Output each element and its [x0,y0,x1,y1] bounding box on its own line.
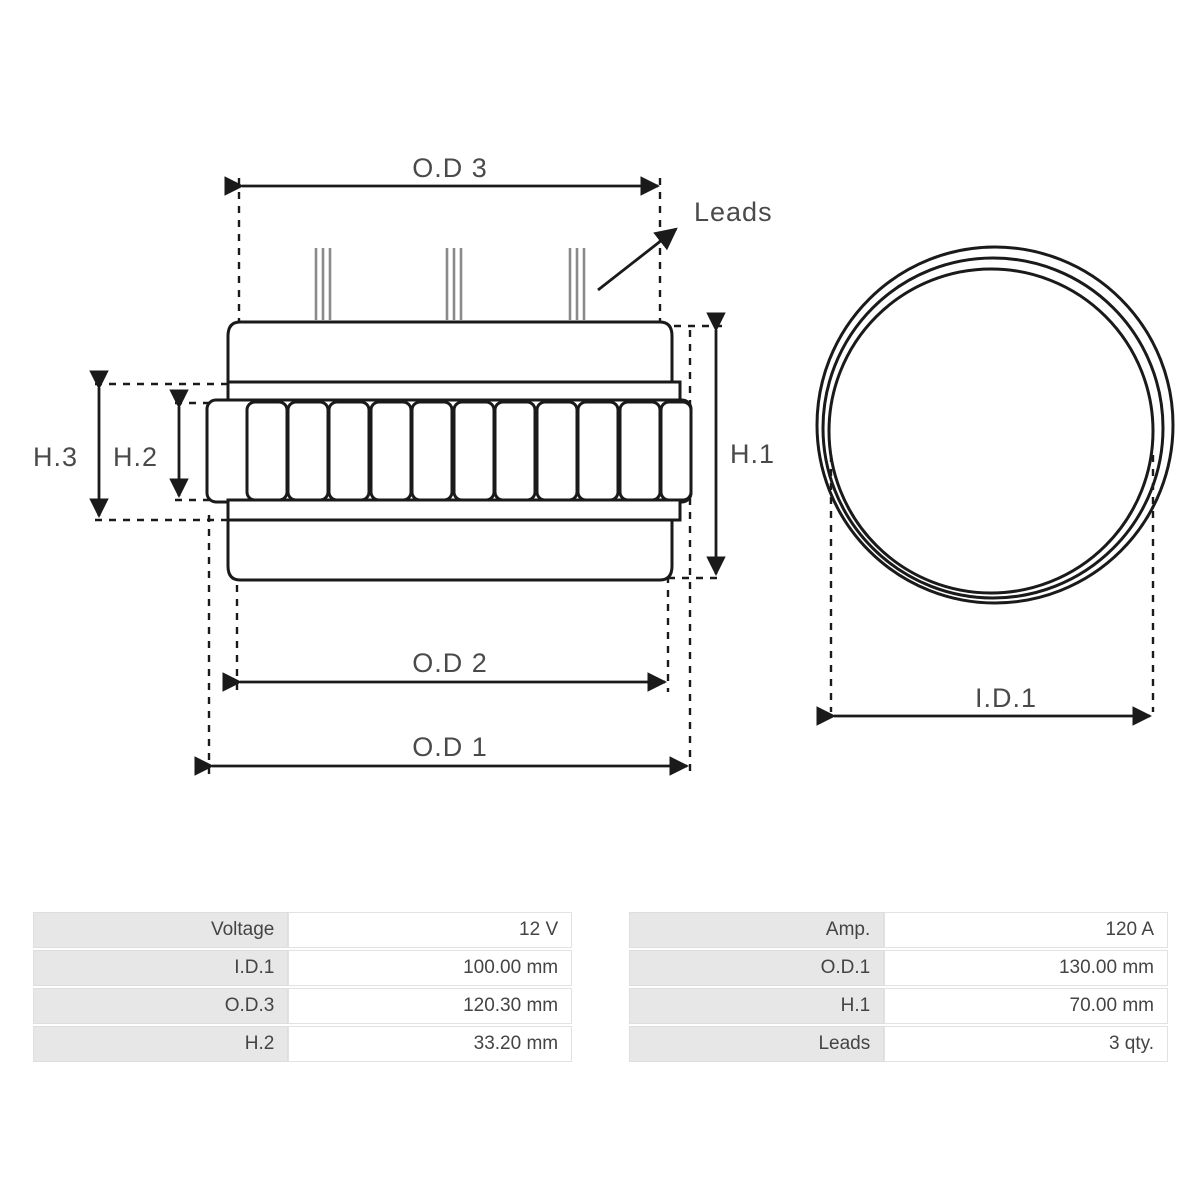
spec-label-h1: H.1 [628,988,885,1024]
leads-group [314,248,586,320]
lower-flange [226,498,682,522]
h1-label: H.1 [730,439,775,469]
stator-drawing: O.D 3 Leads H.1 H.3 H.2 O.D 2 O.D 1 [33,153,1175,776]
leads-callout-arrow [597,227,678,292]
spec-label-leads: Leads [628,1026,885,1062]
spec-label-od3: O.D.3 [33,988,289,1024]
upper-winding-body [226,320,674,384]
spec-table-body: Voltage 12 V Amp. 120 A I.D.1 100.00 mm … [33,912,1168,1062]
spec-value-voltage: 12 V [288,912,573,948]
front-view-group: I.D.1 [815,245,1175,726]
spec-label-voltage: Voltage [33,912,289,948]
column-gap [572,912,629,948]
table-row: I.D.1 100.00 mm O.D.1 130.00 mm [33,950,1168,986]
od1-label: O.D 1 [412,732,488,762]
column-gap [572,988,629,1024]
ring-middle-circle [821,256,1165,600]
lamination-slots [245,400,693,502]
od3-label: O.D 3 [412,153,488,183]
spec-value-id1: 100.00 mm [288,950,573,986]
id1-extension-lines [829,455,1155,712]
leads-label: Leads [694,197,773,227]
h3-label: H.3 [33,442,78,472]
ring-outer-circle [815,245,1175,605]
table-row: H.2 33.20 mm Leads 3 qty. [33,1026,1168,1062]
h2-label: H.2 [113,442,158,472]
spec-label-amp: Amp. [628,912,885,948]
spec-label-od1: O.D.1 [628,950,885,986]
column-gap [572,1026,629,1062]
lower-winding-body [226,518,674,582]
spec-value-od1: 130.00 mm [884,950,1168,986]
table-row: O.D.3 120.30 mm H.1 70.00 mm [33,988,1168,1024]
spec-value-od3: 120.30 mm [288,988,573,1024]
spec-value-leads: 3 qty. [884,1026,1168,1062]
table-row: Voltage 12 V Amp. 120 A [33,912,1168,948]
technical-diagram: O.D 3 Leads H.1 H.3 H.2 O.D 2 O.D 1 [33,153,1175,776]
spec-value-h1: 70.00 mm [884,988,1168,1024]
spec-label-h2: H.2 [33,1026,289,1062]
spec-label-id1: I.D.1 [33,950,289,986]
ring-inner-circle [827,267,1155,595]
side-view-group: O.D 3 Leads H.1 H.3 H.2 O.D 2 O.D 1 [33,153,775,776]
column-gap [572,950,629,986]
specification-table: Voltage 12 V Amp. 120 A I.D.1 100.00 mm … [33,910,1168,1064]
spec-value-amp: 120 A [884,912,1168,948]
od2-label: O.D 2 [412,648,488,678]
spec-value-h2: 33.20 mm [288,1026,573,1062]
id1-label: I.D.1 [975,683,1037,713]
